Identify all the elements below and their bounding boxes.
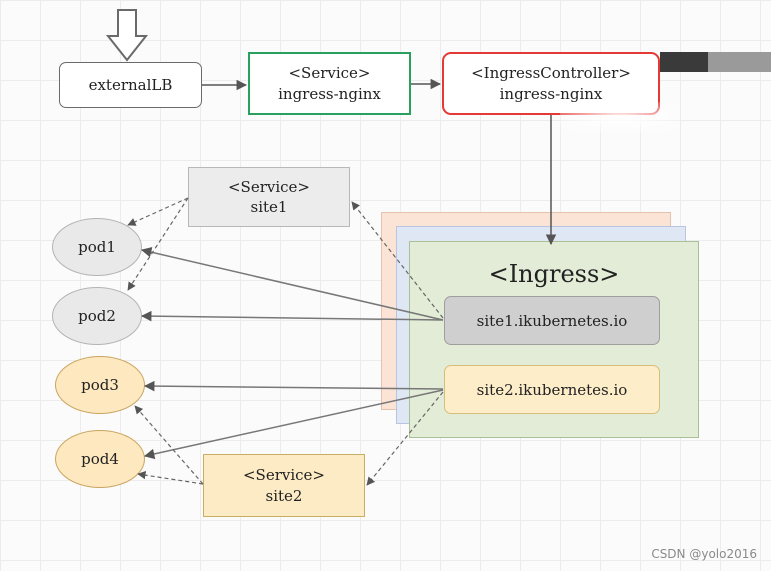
dashed-site1-to-pod2 [127,197,189,291]
ingress-controller-name: ingress-nginx [499,84,603,103]
pod2-label: pod2 [78,307,116,325]
ingress-resource-panel: <Ingress> site1.ikubernetes.io site2.iku… [409,241,699,438]
external-lb-label: externalLB [88,75,173,94]
service-site1-kind: <Service> [227,177,310,196]
decorative-dark-bar [660,52,708,72]
pod1-label: pod1 [78,238,116,256]
dashed-site2-to-pod3 [134,405,204,485]
service-nginx-name: ingress-nginx [278,84,381,103]
arrow-rule1-to-pod1 [140,247,444,321]
pod3-node: pod3 [55,356,145,414]
service-site2-name: site2 [265,486,303,505]
dashed-site2-to-pod4 [137,470,204,485]
service-site2-node: <Service> site2 [203,454,365,517]
rule-site2-host: site2.ikubernetes.io [476,380,628,399]
pod3-label: pod3 [81,376,119,394]
screen-glare [560,102,680,132]
dashed-rule1-to-site1 [351,201,444,319]
dashed-site1-to-pod1 [127,197,189,226]
pod1-node: pod1 [52,218,142,276]
external-lb-node: externalLB [59,62,202,108]
ingress-rule-site2: site2.ikubernetes.io [444,365,660,414]
ingress-title: <Ingress> [488,260,620,288]
arrow-rule1-to-pod2 [140,310,444,322]
ingress-rule-site1: site1.ikubernetes.io [444,296,660,345]
watermark: CSDN @yolo2016 [651,547,757,561]
rule-site1-host: site1.ikubernetes.io [476,311,628,330]
service-site1-name: site1 [250,198,288,216]
pod4-node: pod4 [55,430,145,488]
decorative-gray-bar [708,52,771,72]
service-site2-kind: <Service> [242,466,325,485]
service-nginx-kind: <Service> [288,64,371,83]
hollow-down-arrow-icon [105,9,149,62]
service-ingress-nginx-node: <Service> ingress-nginx [248,52,411,115]
ingress-controller-kind: <IngressController> [471,64,631,83]
service-site1-node: <Service> site1 [188,167,350,227]
arrow-rule2-to-pod4 [143,389,444,460]
dashed-rule2-to-site2 [366,391,444,486]
arrow-rule2-to-pod3 [143,380,444,392]
pod4-label: pod4 [81,450,119,468]
